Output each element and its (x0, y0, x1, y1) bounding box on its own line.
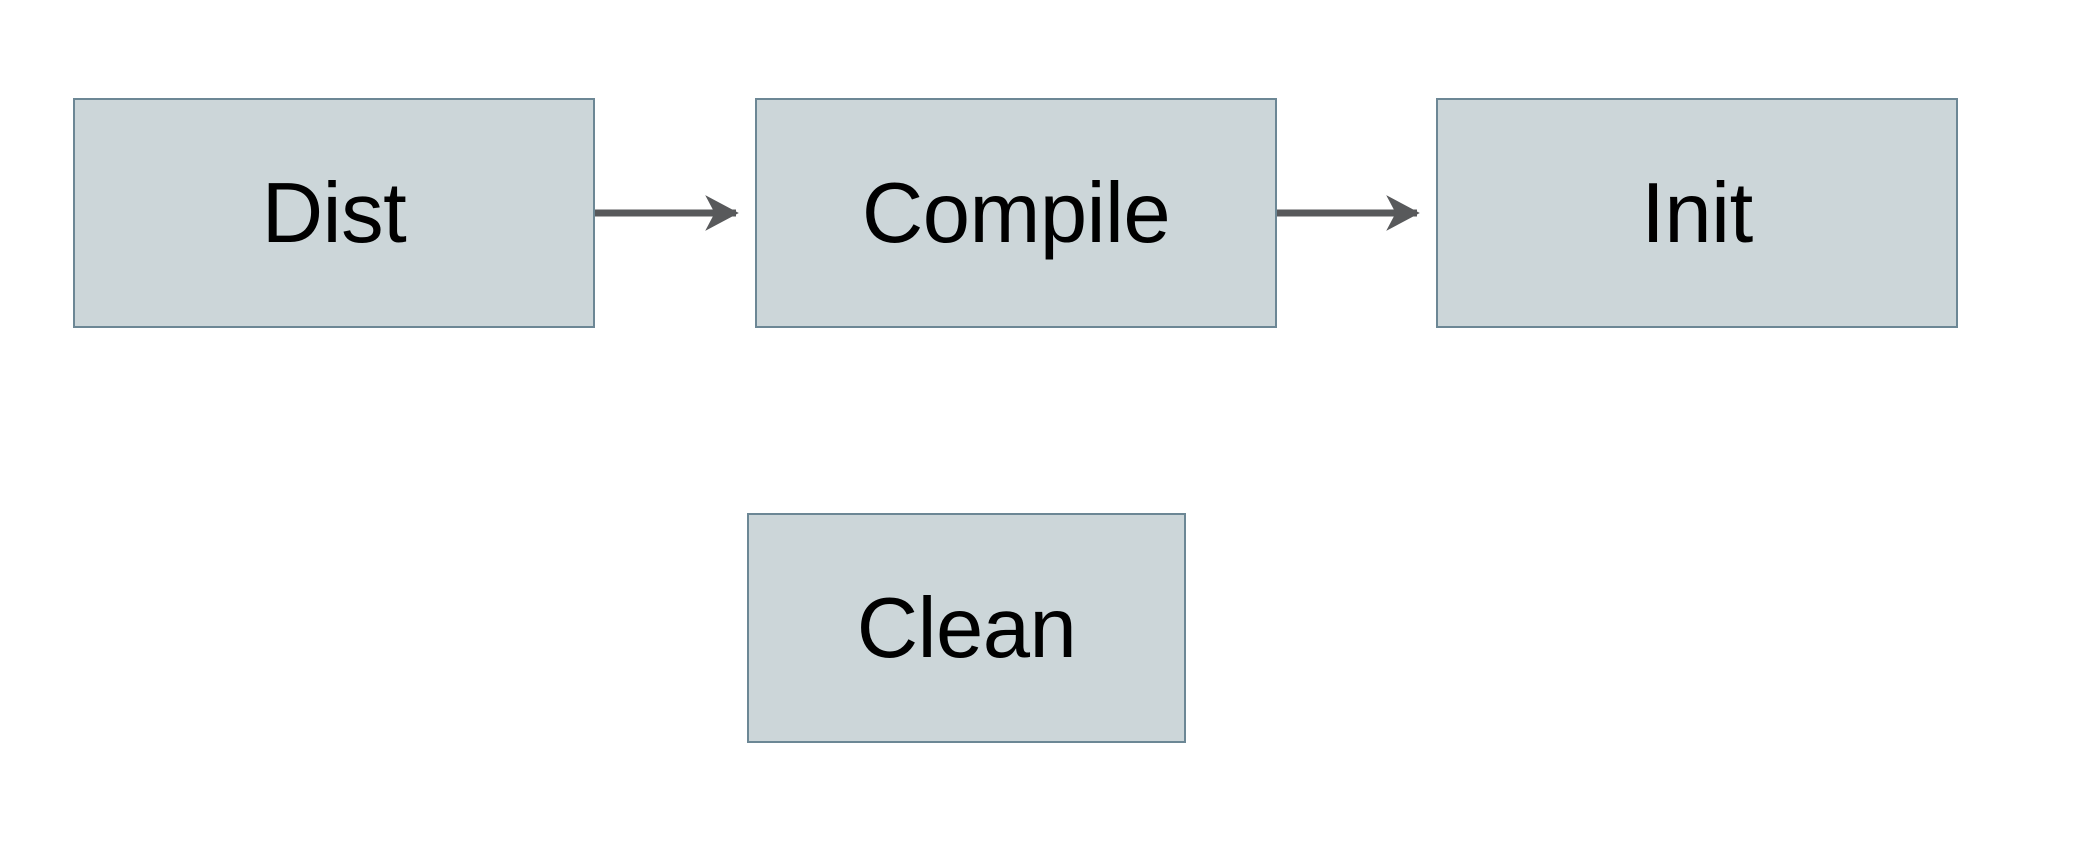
node-compile-label: Compile (861, 165, 1171, 261)
node-compile[interactable]: Compile (755, 98, 1277, 328)
node-init[interactable]: Init (1436, 98, 1958, 328)
node-dist-label: Dist (261, 165, 407, 261)
node-clean-label: Clean (856, 580, 1077, 676)
node-clean[interactable]: Clean (747, 513, 1186, 743)
node-dist[interactable]: Dist (73, 98, 595, 328)
node-init-label: Init (1641, 165, 1753, 261)
